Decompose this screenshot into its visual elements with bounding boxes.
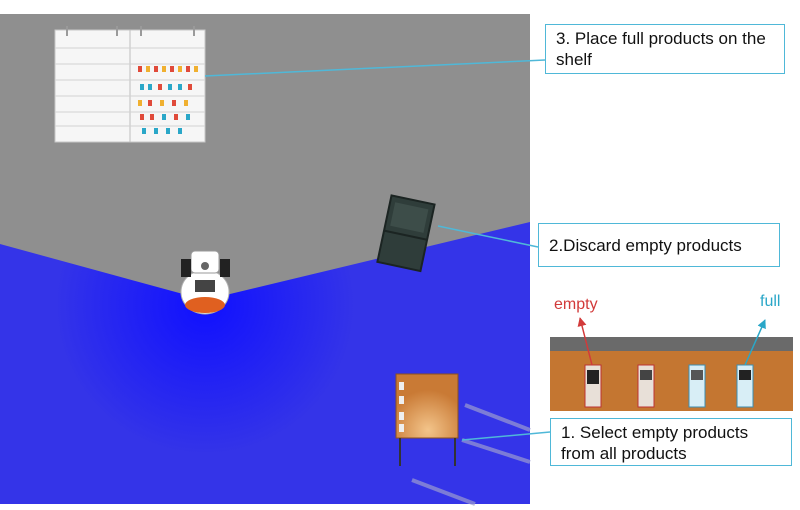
shelf-icon xyxy=(54,26,206,143)
robot-icon xyxy=(180,250,230,315)
product-inset xyxy=(550,337,793,411)
connector-place xyxy=(204,59,546,77)
connector-select xyxy=(461,431,551,441)
table-icon xyxy=(395,373,459,466)
empty-label: empty xyxy=(554,296,598,313)
callout-place-products: 3. Place full products on the shelf xyxy=(545,24,785,74)
callout-select-products: 1. Select empty products from all produc… xyxy=(550,418,792,466)
empty-arrow xyxy=(577,317,593,366)
trash-bin-icon xyxy=(376,194,436,273)
full-label: full xyxy=(760,293,781,310)
connector-discard xyxy=(437,225,539,248)
callout-discard-products: 2.Discard empty products xyxy=(538,223,780,267)
full-arrow xyxy=(744,319,766,366)
